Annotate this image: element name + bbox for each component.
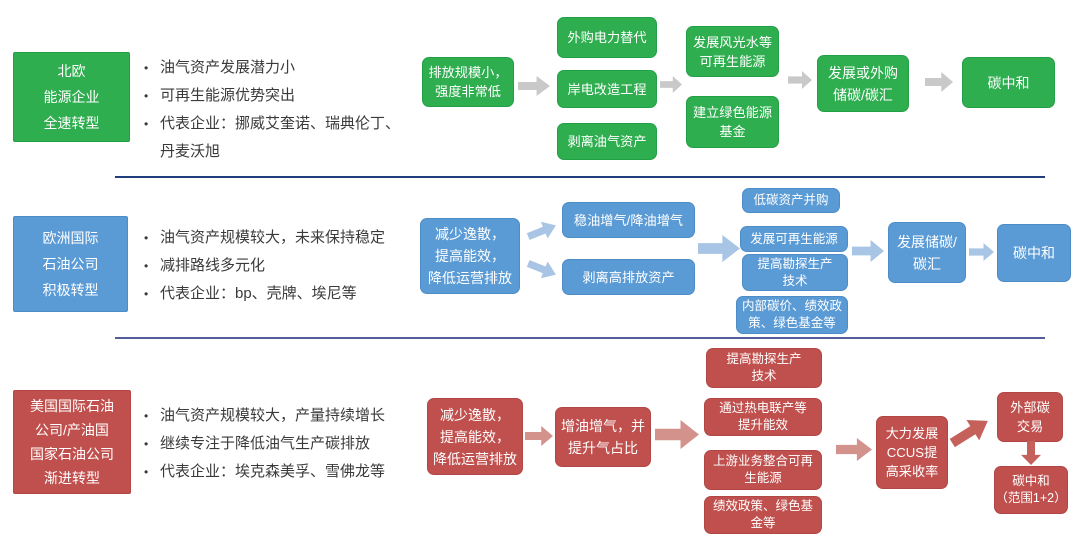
flow-box-performance-policy: 绩效政策、绿色基 金等	[704, 496, 822, 534]
flow-box-divest-oilgas: 剥离油气资产	[557, 123, 657, 160]
arrow-up-right-icon	[525, 217, 560, 245]
arrow-right-icon	[969, 243, 994, 261]
arrow-down-right-icon	[525, 255, 560, 283]
row-bullets-europe: 油气资产规模较大，未来保持稳定 减排路线多元化 代表企业：bp、壳牌、埃尼等	[142, 224, 404, 308]
flow-box-divest-high-emission: 剥离高排放资产	[562, 259, 695, 295]
flow-box-carbon-neutral: 碳中和	[962, 57, 1055, 108]
flow-box-ccus-eor: 大力发展 CCUS提 高采收率	[876, 416, 948, 489]
bullet-item: 代表企业：bp、壳牌、埃尼等	[142, 280, 404, 308]
bullet-item: 油气资产规模较大，产量持续增长	[142, 402, 404, 430]
bullet-item: 减排路线多元化	[142, 252, 404, 280]
flow-box-develop-renewables: 发展可再生能源	[740, 226, 848, 252]
flow-box-green-fund: 建立绿色能源 基金	[686, 96, 779, 148]
flow-box-internal-carbon-price: 内部碳价、绩效政 策、绿色基金等	[736, 296, 848, 334]
arrow-right-icon	[525, 426, 553, 446]
row-bullets-nordic: 油气资产发展潜力小 可再生能源优势突出 代表企业：挪威艾奎诺、瑞典伦丁、丹麦沃旭	[142, 54, 404, 166]
bullet-item: 继续专注于降低油气生产碳排放	[142, 430, 404, 458]
flow-box-cogeneration-efficiency: 通过热电联产等 提升能效	[704, 398, 822, 436]
flow-box-renewables: 发展风光水等 可再生能源	[686, 26, 779, 77]
arrow-right-icon	[836, 438, 872, 461]
row-label-us-noc: 美国国际石油 公司/产油国 国家石油公司 渐进转型	[13, 390, 131, 494]
flow-box-stable-oil-more-gas: 稳油增气/降油增气	[562, 202, 695, 238]
arrow-right-icon	[655, 420, 699, 449]
flow-box-lowcarbon-ma: 低碳资产并购	[742, 188, 840, 213]
flow-box-reduce-fugitive: 减少逸散， 提高能效， 降低运营排放	[427, 398, 523, 475]
flow-box-exploration-tech: 提高勘探生产 技术	[742, 254, 848, 291]
flow-box-upstream-renewables: 上游业务整合可再 生能源	[704, 450, 822, 490]
arrow-right-icon	[925, 72, 953, 92]
flow-box-external-carbon-trading: 外部碳 交易	[997, 392, 1063, 442]
row-label-europe: 欧洲国际 石油公司 积极转型	[13, 216, 128, 312]
flow-box-purchased-power: 外购电力替代	[557, 17, 657, 58]
arrow-right-icon	[518, 76, 550, 96]
bullet-item: 代表企业：挪威艾奎诺、瑞典伦丁、丹麦沃旭	[142, 110, 404, 166]
row-label-nordic: 北欧 能源企业 全速转型	[13, 52, 130, 142]
arrow-right-icon	[660, 76, 682, 93]
flow-box-more-oil-gas: 增油增气，并 提升气占比	[555, 407, 651, 467]
arrow-down-icon	[1021, 441, 1041, 465]
arrow-right-icon	[698, 235, 740, 262]
flow-box-carbon-storage: 发展或外购 储碳/碳汇	[817, 55, 909, 112]
bullet-item: 可再生能源优势突出	[142, 82, 404, 110]
flow-box-carbon-neutral: 碳中和	[997, 224, 1071, 282]
row-divider	[115, 176, 1045, 178]
row-bullets-us-noc: 油气资产规模较大，产量持续增长 继续专注于降低油气生产碳排放 代表企业：埃克森美…	[142, 402, 404, 486]
flow-box-exploration-tech: 提高勘探生产 技术	[706, 348, 822, 388]
arrow-right-icon	[788, 71, 812, 89]
row-divider	[115, 337, 1045, 339]
bullet-item: 油气资产发展潜力小	[142, 54, 404, 82]
flow-box-carbon-storage: 发展储碳/ 碳汇	[888, 222, 966, 283]
bullet-item: 代表企业：埃克森美孚、雪佛龙等	[142, 458, 404, 486]
flow-box-carbon-neutral-scope12: 碳中和 （范围1+2）	[994, 466, 1068, 514]
arrow-up-right-icon	[946, 411, 994, 454]
arrow-right-icon	[852, 240, 884, 262]
flow-box-reduce-fugitive: 减少逸散， 提高能效， 降低运营排放	[420, 218, 520, 294]
flow-box-emission-scale: 排放规模小， 强度非常低	[422, 57, 514, 107]
bullet-item: 油气资产规模较大，未来保持稳定	[142, 224, 404, 252]
flow-box-shore-power: 岸电改造工程	[557, 70, 657, 108]
